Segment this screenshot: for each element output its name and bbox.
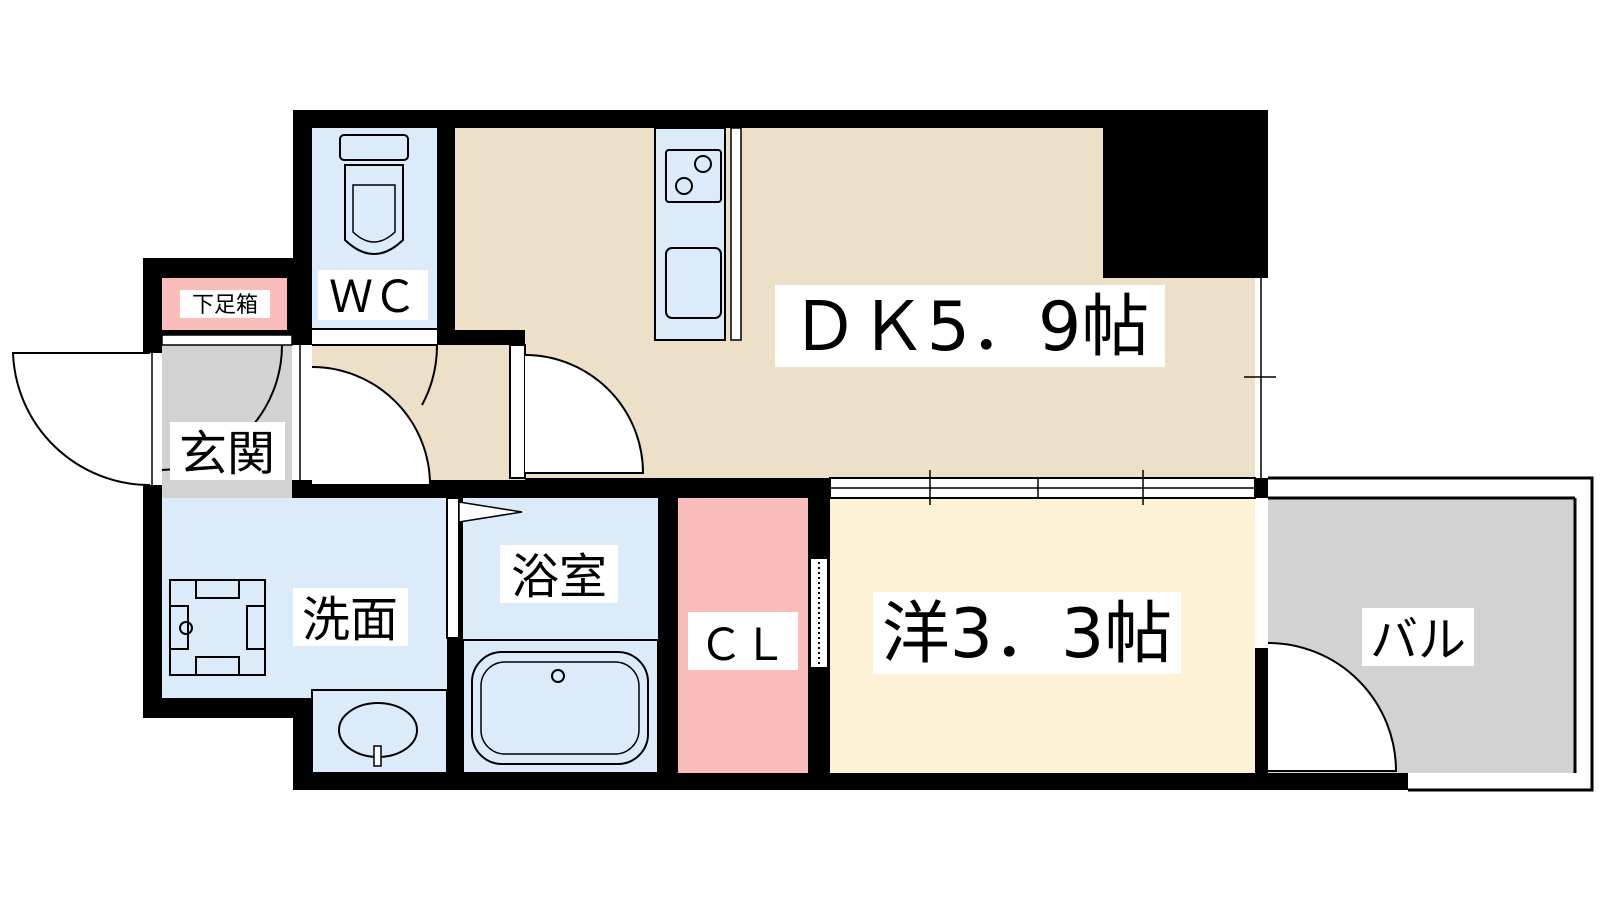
dk-door-jamb: [509, 344, 526, 479]
closet-wall: [808, 478, 830, 558]
wash-basin-icon: [311, 689, 448, 774]
bathroom-label-text: 浴室: [511, 549, 607, 605]
washroom-label-text: 洗面: [302, 592, 398, 648]
toilet-icon: [339, 134, 409, 255]
entry-door-swing: [11, 352, 151, 486]
dk-door-swing: [524, 354, 645, 474]
bath-door-jamb: [446, 497, 460, 639]
bathtub-icon: [462, 639, 659, 774]
washroom-door-swing: [311, 366, 432, 486]
bathroom-label: 浴室: [500, 545, 618, 605]
balcony-door-swing: [1267, 642, 1398, 772]
balcony-rail: [1268, 476, 1594, 792]
balcony-label: バル: [1362, 608, 1474, 668]
gas-stove-icon: [665, 149, 722, 203]
shoe-box-label: 下足箱: [180, 290, 270, 318]
entrance-step: [161, 334, 293, 346]
bath-door-leaf: [458, 501, 523, 523]
wc-label: ＷＣ: [318, 270, 428, 323]
western-room-label: 洋3．3帖: [873, 592, 1181, 674]
closet-label: ＣＬ: [688, 612, 798, 671]
closet-label-text: ＣＬ: [699, 620, 787, 671]
dk-label-text: ＤＫ5．9帖: [791, 288, 1150, 367]
entrance-label: 玄関: [170, 422, 285, 482]
entrance-label-text: 玄関: [179, 426, 275, 482]
wc-door-swing: [312, 344, 439, 406]
washroom-door-gap: [292, 345, 312, 480]
shoe-box-label-text: 下足箱: [192, 293, 258, 318]
hall-wall: [437, 330, 525, 345]
western-window: [1255, 498, 1268, 648]
dk-label: ＤＫ5．9帖: [775, 285, 1165, 367]
wc-door-gap: [312, 330, 437, 345]
structural-column: [1103, 110, 1268, 278]
wc-label-text: ＷＣ: [329, 272, 417, 323]
western-room-label-text: 洋3．3帖: [882, 595, 1173, 674]
balcony-bottom-wall: [1255, 773, 1408, 790]
washing-machine-pan-icon: [169, 579, 266, 676]
kitchen-sink-icon: [665, 247, 722, 319]
balcony-label-text: バル: [1370, 612, 1466, 668]
washroom-label: 洗面: [293, 588, 408, 648]
